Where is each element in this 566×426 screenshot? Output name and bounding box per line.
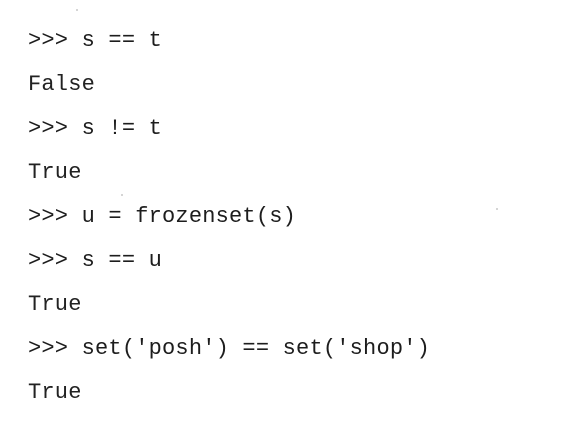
output-line: True <box>28 160 82 185</box>
prompt-line: >>> s == u <box>28 248 163 273</box>
scan-speck <box>121 194 123 196</box>
scan-speck <box>496 208 498 210</box>
output-line: True <box>28 380 82 405</box>
prompt-line: >>> set('posh') == set('shop') <box>28 336 431 361</box>
python-interactive-session: >>> s == t False >>> s != t True >>> u =… <box>28 30 430 426</box>
document-page: >>> s == t False >>> s != t True >>> u =… <box>28 9 498 404</box>
prompt-line: >>> u = frozenset(s) <box>28 204 297 229</box>
prompt-line: >>> s != t <box>28 116 163 141</box>
output-line: True <box>28 292 82 317</box>
prompt-line: >>> s == t <box>28 28 163 53</box>
output-line: False <box>28 72 96 97</box>
scan-speck <box>76 9 78 11</box>
